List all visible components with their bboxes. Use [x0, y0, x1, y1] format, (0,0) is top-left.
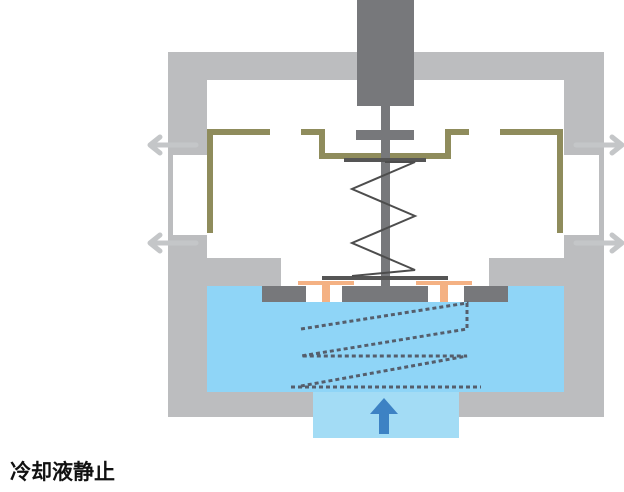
zigzag — [300, 301, 469, 388]
arrow-left-top-head — [147, 134, 163, 156]
arrow-up-shaft — [379, 412, 389, 434]
valve-stem-shaft — [381, 106, 390, 130]
arrow-up-icon — [370, 398, 398, 434]
gap-left-2 — [330, 286, 342, 302]
arrow-icon — [573, 134, 624, 156]
base-plate — [262, 286, 508, 302]
seal-left-post — [322, 281, 330, 302]
seal-right-post — [440, 281, 448, 302]
frame-left — [207, 129, 270, 233]
coolant-chamber — [207, 286, 564, 392]
arrow-icon — [147, 232, 199, 254]
arrow-icon — [573, 232, 624, 254]
port-left-wall — [168, 155, 173, 235]
spring-plate-top — [344, 158, 426, 162]
caption: 冷却液静止 — [10, 460, 115, 484]
housing — [168, 52, 604, 417]
frame-right — [500, 129, 563, 233]
arrow-right-top-head — [609, 134, 624, 156]
gap-right-2 — [428, 286, 440, 302]
housing-upper — [168, 52, 604, 258]
arrow-icon — [147, 134, 199, 156]
valve-stem-upper — [357, 0, 414, 106]
arrow-up-head — [370, 398, 398, 414]
gap-right — [448, 286, 464, 302]
port-right-wall — [599, 155, 604, 235]
valve-disc — [356, 130, 414, 140]
thermostat-valve-diagram — [147, 0, 624, 438]
gap-left — [306, 286, 322, 302]
spring — [349, 161, 418, 277]
housing-lower — [168, 258, 604, 417]
arrow-left-bottom-head — [147, 232, 163, 254]
valve-stem-lower — [381, 140, 390, 290]
arrow-right-bottom-head — [609, 232, 624, 254]
sensing-element — [291, 301, 481, 389]
spring-plate-bottom — [322, 276, 448, 280]
vent-arrows — [147, 134, 624, 254]
